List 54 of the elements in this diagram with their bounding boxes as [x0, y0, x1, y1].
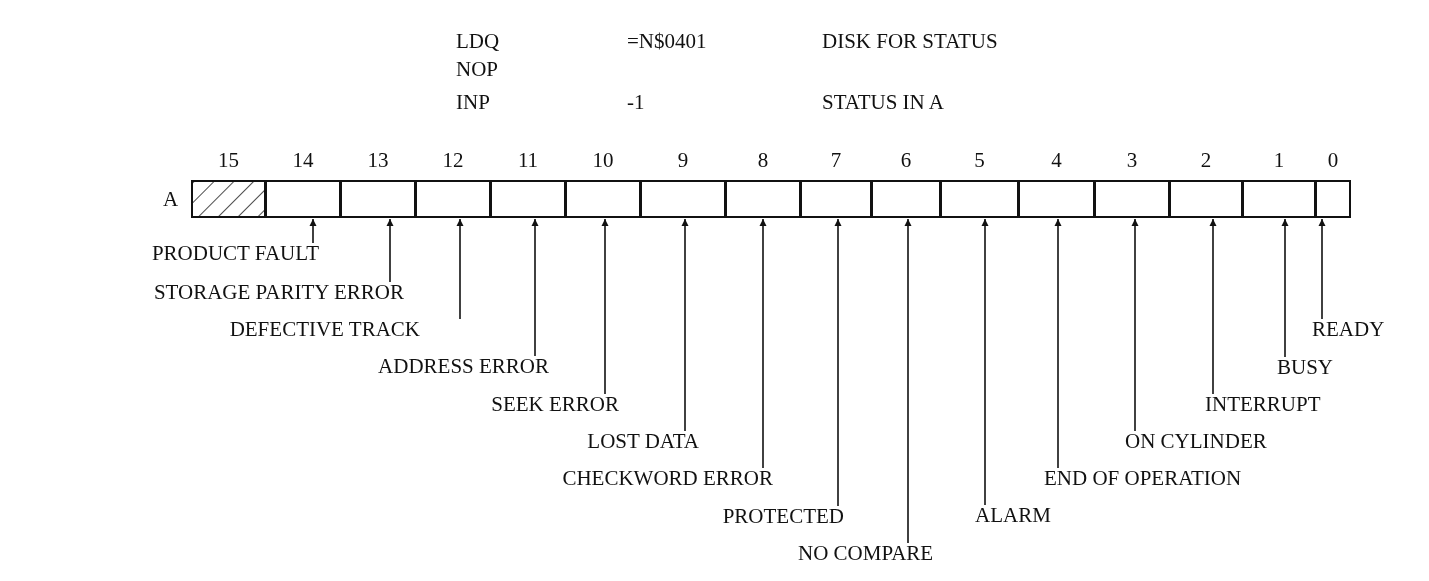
bit-number: 8: [756, 148, 770, 173]
bit-number: 0: [1326, 148, 1340, 173]
status-label: DEFECTIVE TRACK: [229, 317, 420, 341]
bit-number: 5: [973, 148, 986, 173]
arrow: [904, 218, 912, 544]
register-name: A: [163, 187, 179, 211]
bit-number: 4: [1050, 148, 1063, 173]
bit-number: 7: [829, 148, 843, 173]
arrow: [309, 218, 317, 244]
arrow: [1209, 218, 1217, 395]
arrow: [531, 218, 539, 357]
bit-number: 10: [591, 148, 615, 173]
bit-number: 13: [366, 148, 390, 173]
arrow: [1054, 218, 1062, 469]
bit-number: 6: [899, 148, 913, 173]
status-label: STORAGE PARITY ERROR: [153, 280, 404, 304]
bit-number: 1: [1272, 148, 1286, 173]
bit-number: 14: [291, 148, 315, 173]
code-text: LDQ: [456, 29, 500, 53]
arrow: [681, 218, 689, 432]
status-label: ADDRESS ERROR: [378, 354, 549, 378]
arrow: [456, 218, 464, 320]
arrow: [981, 218, 989, 506]
status-label: END OF OPERATION: [1044, 466, 1242, 490]
arrow: [1281, 218, 1289, 358]
bit-number: 12: [441, 148, 465, 173]
code-text: INP: [456, 90, 490, 114]
arrow: [1318, 218, 1326, 320]
code-text: STATUS IN A: [822, 90, 944, 114]
bit-number: 11: [516, 148, 540, 173]
arrow: [601, 218, 609, 395]
code-text: DISK FOR STATUS: [822, 29, 998, 53]
status-label: NO COMPARE: [798, 541, 934, 565]
arrow: [759, 218, 767, 469]
status-label: READY: [1312, 317, 1385, 341]
status-label: PRODUCT FAULT: [151, 241, 319, 265]
status-label: BUSY: [1277, 355, 1334, 379]
arrow: [834, 218, 842, 507]
status-label: PROTECTED: [722, 504, 844, 528]
code-text: =N$0401: [627, 29, 707, 53]
status-label: ON CYLINDER: [1125, 429, 1267, 453]
status-label: LOST DATA: [587, 429, 699, 453]
bit-number: 3: [1125, 148, 1139, 173]
status-label: INTERRUPT: [1205, 392, 1321, 416]
code-text: -1: [627, 90, 645, 114]
code-text: NOP: [456, 57, 498, 81]
status-label: SEEK ERROR: [491, 392, 619, 416]
status-label: CHECKWORD ERROR: [562, 466, 773, 490]
arrow: [1131, 218, 1139, 432]
bit-number: 9: [676, 148, 690, 173]
arrow: [386, 218, 394, 283]
bit-number: 2: [1199, 148, 1213, 173]
status-label: ALARM: [975, 503, 1051, 527]
bit-number: 15: [217, 148, 240, 173]
